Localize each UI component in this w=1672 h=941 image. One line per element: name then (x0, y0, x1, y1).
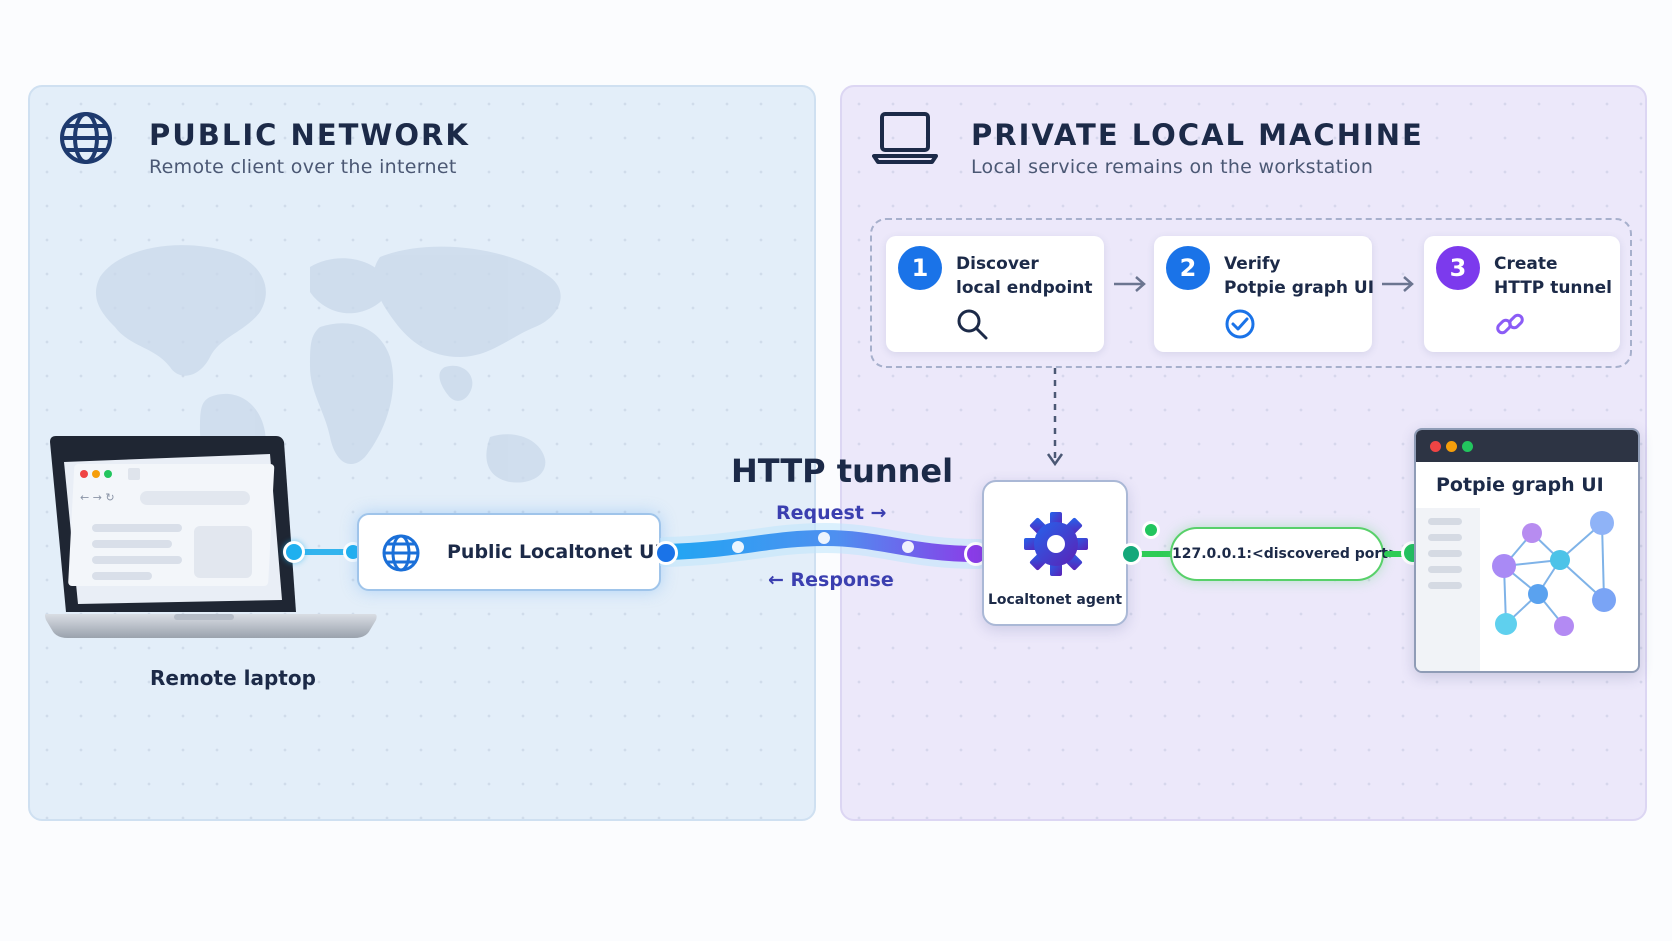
step-title: Verify (1224, 254, 1281, 274)
connector-dot (1120, 543, 1142, 565)
globe-icon (381, 533, 421, 577)
connector-dot (283, 541, 305, 563)
check-circle-icon (1224, 308, 1256, 344)
step-number: 1 (898, 246, 942, 290)
step-subtitle: HTTP tunnel (1494, 278, 1612, 298)
http-tunnel-path (660, 522, 990, 569)
status-dot (1142, 521, 1160, 539)
remote-laptop-label: Remote laptop (150, 666, 316, 690)
agent-label: Localtonet agent (987, 592, 1123, 608)
laptop-url-connector (296, 549, 354, 555)
potpie-graph-ui-window[interactable]: Potpie graph UI (1414, 428, 1640, 673)
ui-window-title: Potpie graph UI (1436, 474, 1604, 496)
public-url-label: Public Localtonet URL (447, 541, 682, 563)
dashed-down-arrow (1045, 368, 1065, 474)
step-number: 2 (1166, 246, 1210, 290)
step-card-verify[interactable]: 2 Verify Potpie graph UI (1154, 236, 1375, 352)
step-card-create[interactable]: 3 Create HTTP tunnel (1424, 236, 1620, 352)
globe-icon (58, 110, 114, 170)
world-map-graphic (95, 245, 561, 531)
agent-port-connector (1138, 551, 1174, 557)
steps-container (870, 218, 1632, 368)
arrow-right-icon (1380, 274, 1416, 298)
private-machine-subtitle: Local service remains on the workstation (971, 156, 1374, 178)
ui-sidebar (1416, 508, 1480, 671)
remote-laptop-illustration[interactable]: ← → ↻ (44, 434, 380, 650)
step-title: Discover (956, 254, 1039, 274)
svg-text:← → ↻: ← → ↻ (80, 491, 115, 504)
public-network-title: PUBLIC NETWORK (149, 118, 470, 152)
public-network-panel (28, 85, 816, 821)
link-icon (1494, 308, 1526, 344)
graph-visualization (1492, 511, 1616, 636)
step-title: Create (1494, 254, 1558, 274)
port-ui-connector (1384, 551, 1410, 557)
step-card-discover[interactable]: 1 Discover local endpoint (886, 236, 1104, 352)
laptop-icon (872, 110, 938, 170)
response-label: ← Response (768, 569, 894, 591)
gear-icon (1022, 510, 1090, 582)
public-url-box[interactable]: Public Localtonet URL (357, 513, 681, 591)
step-subtitle: local endpoint (956, 278, 1093, 298)
private-machine-title: PRIVATE LOCAL MACHINE (971, 118, 1424, 152)
tunnel-title: HTTP tunnel (731, 452, 954, 490)
localtonet-agent-box[interactable]: Localtonet agent (982, 480, 1128, 626)
window-title-bar (1416, 430, 1638, 462)
tunnel-start-dot (654, 541, 678, 565)
request-label: Request → (776, 502, 887, 524)
search-icon (956, 308, 988, 344)
public-network-subtitle: Remote client over the internet (149, 156, 457, 178)
local-port-box[interactable]: 127.0.0.1:<discovered port> (1170, 527, 1400, 581)
step-number: 3 (1436, 246, 1480, 290)
step-subtitle: Potpie graph UI (1224, 278, 1375, 298)
arrow-right-icon (1112, 274, 1148, 298)
